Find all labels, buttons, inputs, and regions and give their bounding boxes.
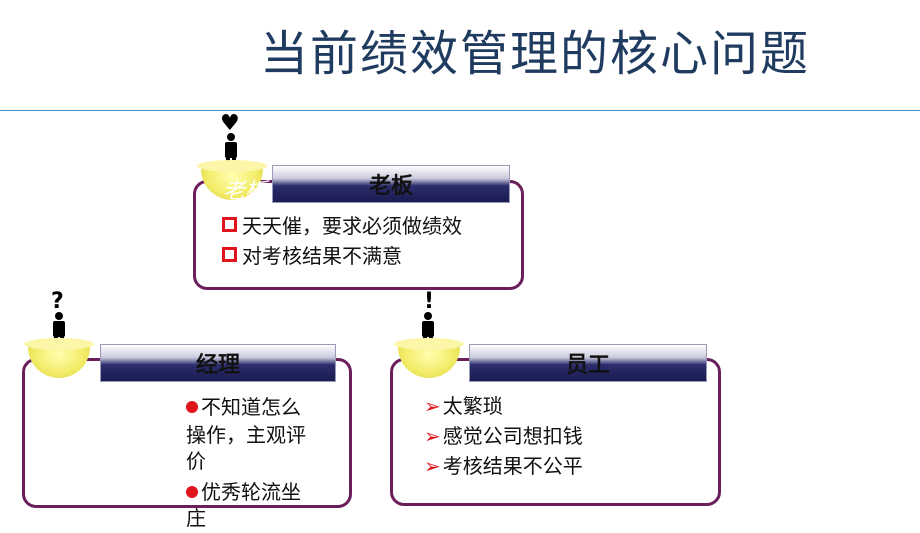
- boss-item-1: 天天催，要求必须做绩效: [222, 211, 462, 241]
- arrow-bullet-icon: ➢: [424, 424, 441, 448]
- staff-exclamation-icon: !: [424, 289, 435, 314]
- staff-header: 员工: [469, 344, 707, 382]
- square-bullet-icon: [222, 217, 237, 232]
- manager-item-1-line2: 操作，主观评: [186, 423, 306, 447]
- arrow-bullet-icon: ➢: [424, 454, 441, 478]
- manager-item-2: 优秀轮流坐: [186, 477, 301, 507]
- manager-question-icon: ?: [51, 289, 64, 314]
- manager-item-2-line2: 庄: [186, 506, 206, 530]
- manager-header: 经理: [100, 344, 336, 382]
- boss-header: 老板: [272, 165, 510, 203]
- title-divider: [0, 110, 920, 111]
- manager-item-1: 不知道怎么: [186, 392, 301, 422]
- boss-ghost-label: 老板: [223, 179, 268, 204]
- slide-title: 当前绩效管理的核心问题: [259, 26, 810, 82]
- manager-item-1-line3: 价: [186, 449, 206, 473]
- staff-item-3: ➢考核结果不公平: [424, 454, 583, 478]
- boss-item-2: 对考核结果不满意: [222, 241, 402, 271]
- dot-bullet-icon: [186, 486, 198, 498]
- staff-card: [390, 358, 721, 506]
- boss-heart-icon: ♥: [220, 111, 240, 136]
- square-bullet-icon: [222, 247, 237, 262]
- arrow-bullet-icon: ➢: [424, 394, 441, 418]
- dot-bullet-icon: [186, 401, 198, 413]
- staff-item-1: ➢太繁琐: [424, 394, 503, 418]
- staff-item-2: ➢感觉公司想扣钱: [424, 424, 583, 448]
